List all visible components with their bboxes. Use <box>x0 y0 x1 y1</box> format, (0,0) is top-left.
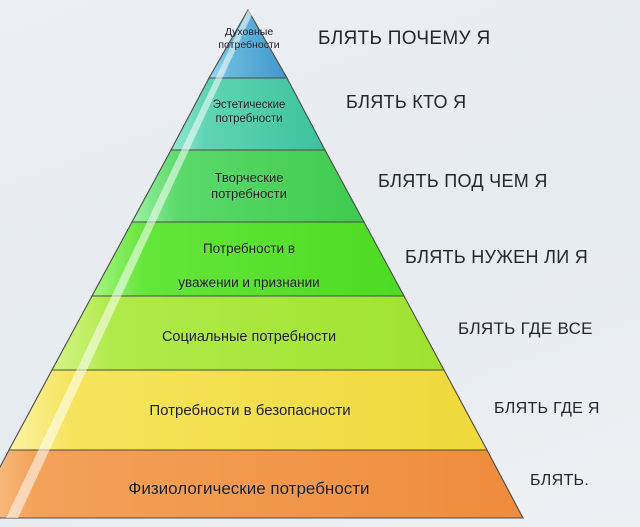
pyramid-tier-0-caption: БЛЯТЬ ПОЧЕМУ Я <box>318 28 491 49</box>
pyramid-tier-1-caption: БЛЯТЬ КТО Я <box>346 92 467 112</box>
pyramid-edge-highlight <box>6 10 254 518</box>
pyramid-tier-2-caption: БЛЯТЬ ПОД ЧЕМ Я <box>378 171 548 191</box>
pyramid-tier-6-caption: БЛЯТЬ. <box>530 472 590 489</box>
pyramid-tier-3-shape <box>91 221 405 297</box>
pyramid-tier-1-shape <box>170 77 326 151</box>
pyramid-tier-3-caption: БЛЯТЬ НУЖЕН ЛИ Я <box>405 247 589 267</box>
pyramid-tier-5-caption: БЛЯТЬ ГДЕ Я <box>494 400 600 417</box>
pyramid-tier-4-caption: БЛЯТЬ ГДЕ ВСЕ <box>458 319 593 338</box>
pyramid-tier-6-shape <box>0 449 524 519</box>
